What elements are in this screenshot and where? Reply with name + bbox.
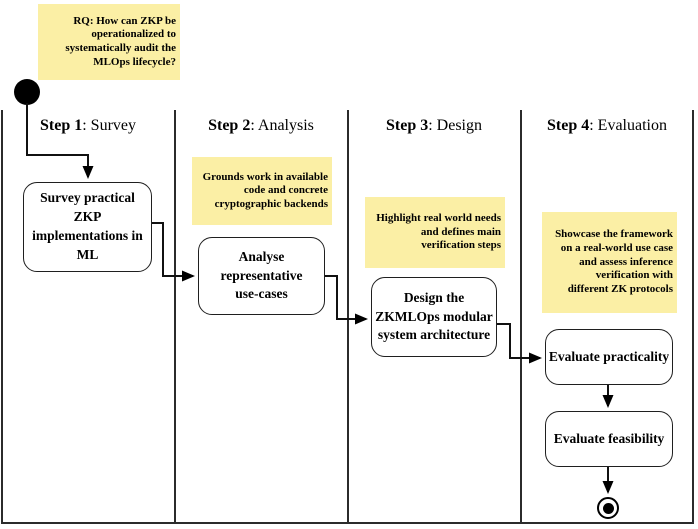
evaluation-note: Showcase the framework on a real-world u… [542,212,677,313]
lane-divider [174,110,176,523]
research-question-text: RQ: How can ZKP be operationalized to sy… [65,14,176,68]
lane-divider [347,110,349,523]
analysis-note: Grounds work in available code and concr… [192,157,332,225]
activity-analyse-use-cases: Analyse representative use-cases [198,237,325,315]
lane-title: : Evaluation [589,117,667,134]
activity-label: Evaluate feasibility [553,430,665,446]
connector-design-to-practicality [497,323,542,364]
lane-title: : Design [428,117,482,134]
lane-step-label: Step 3 [385,117,429,134]
end-node [597,497,619,519]
activity-label: Survey practical ZKP implementations in … [32,190,143,262]
lane-divider [692,110,694,523]
activity-evaluate-feasibility: Evaluate feasibility [545,411,673,467]
lane-title: : Survey [82,117,136,134]
activity-label: Design the ZKMLOps modular system archit… [375,289,493,343]
diagram-bottom-border [1,522,694,524]
lane-step-label: Step 4 [547,117,590,134]
activity-evaluate-practicality: Evaluate practicality [545,329,673,385]
activity-design-architecture: Design the ZKMLOps modular system archit… [371,277,497,357]
lane-header-step-1: Step 1: Survey [2,115,174,137]
activity-label: Evaluate practicality [548,348,670,364]
activity-label: Analyse representative use-cases [220,248,303,302]
start-node [14,79,40,105]
lane-header-step-2: Step 2: Analysis [175,115,347,137]
lane-title: : Analysis [250,117,314,134]
connector-analyse-to-design [325,275,368,325]
lane-divider [1,110,3,523]
lane-header-step-4: Step 4: Evaluation [521,115,693,137]
end-node-dot [602,502,614,514]
lane-divider [520,110,522,523]
research-question-note: RQ: How can ZKP be operationalized to sy… [38,4,180,80]
lane-step-label: Step 2 [208,117,251,134]
evaluation-note-text: Showcase the framework on a real-world u… [555,228,673,295]
analysis-note-text: Grounds work in available code and concr… [202,170,328,210]
design-note: Highlight real world needs and defines m… [365,197,505,268]
lane-step-label: Step 1 [39,117,83,134]
activity-survey-zkp-implementations: Survey practical ZKP implementations in … [23,182,152,272]
design-note-text: Highlight real world needs and defines m… [376,212,501,252]
connector-survey-to-analyse [152,222,195,282]
lane-header-step-3: Step 3: Design [348,115,520,137]
